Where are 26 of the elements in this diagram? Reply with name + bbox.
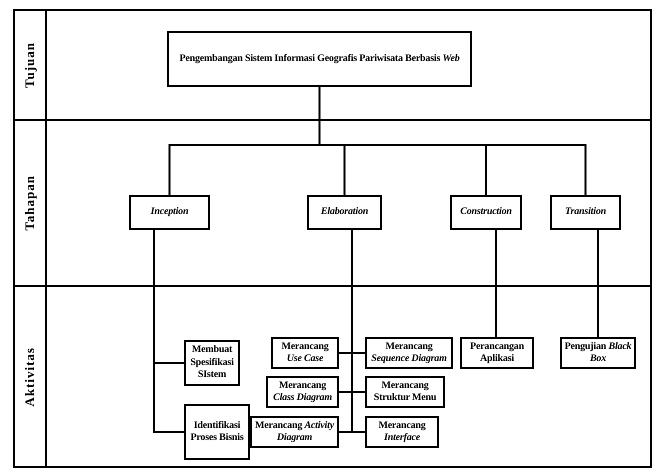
process-box: Pengujian Black Box (560, 337, 636, 369)
connector-line (597, 230, 599, 337)
connector-line (153, 230, 184, 433)
process-box: Perancangan Aplikasi (460, 337, 534, 369)
swimlane-band (13, 9, 652, 121)
process-box: Merancang Interface (365, 416, 439, 448)
lane-title: Tujuan (22, 42, 38, 88)
connector-line (351, 230, 365, 433)
process-box: Inception (129, 195, 210, 230)
swimlane-band (13, 119, 652, 287)
process-box: Construction (450, 195, 522, 230)
lane-title: Aktivitas (22, 346, 38, 406)
process-box: Identifikasi Proses Bisnis (184, 404, 250, 460)
process-box: Merancang Struktur Menu (365, 376, 445, 408)
process-box: Merancang Sequence Diagram (365, 337, 453, 369)
lane-title: Tahapan (22, 175, 38, 231)
process-box: Merancang Class Diagram (266, 376, 339, 408)
process-box: Merancang Use Case (271, 337, 339, 369)
connector-line (495, 230, 497, 337)
connector-line (318, 87, 586, 195)
process-box: Pengembangan Sistem Informasi Geografis Pariwisata Berbasis Web (167, 31, 472, 87)
process-box: Membuat Spesifikasi SIstem (184, 340, 240, 386)
swimlane-band (13, 285, 652, 468)
process-box: Merancang Activity Diagram (250, 416, 339, 448)
process-box: Elaboration (307, 195, 382, 230)
process-box: Transition (550, 195, 621, 230)
